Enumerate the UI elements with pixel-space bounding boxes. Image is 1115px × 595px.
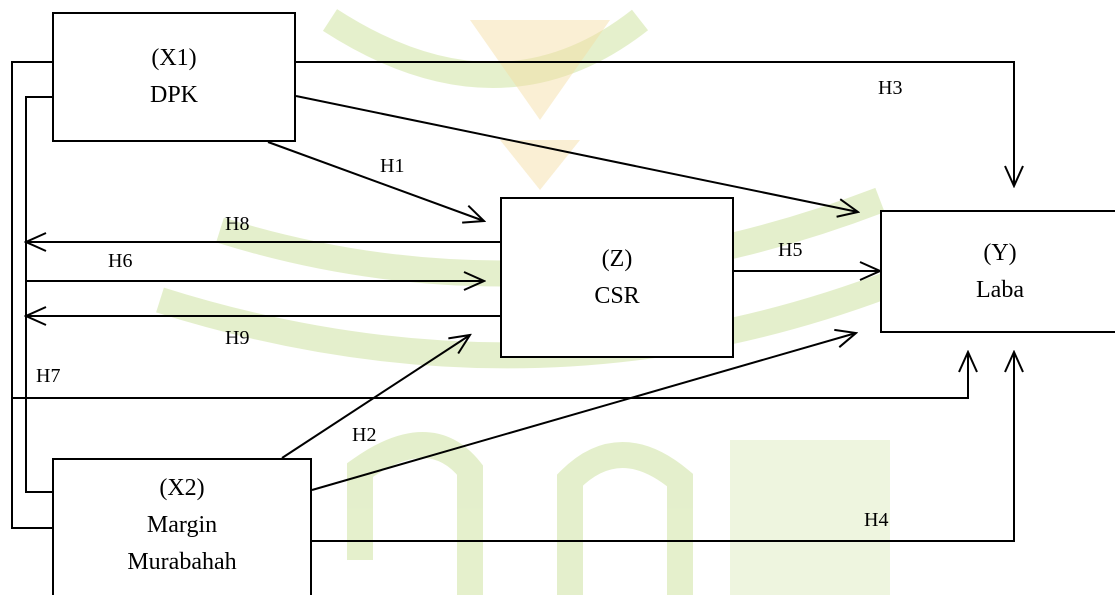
x1-code: (X1)	[151, 40, 196, 77]
outer-link-line	[12, 62, 52, 528]
h6-label: H6	[108, 250, 132, 272]
x2-box: (X2) Margin Murabahah	[52, 458, 312, 595]
x1-y-arrow	[296, 96, 858, 212]
h7-arrow	[12, 352, 968, 398]
h9-label: H9	[225, 327, 249, 349]
h7-label: H7	[36, 365, 60, 387]
x2-name-line2: Murabahah	[127, 544, 236, 581]
h4-label: H4	[864, 509, 888, 531]
h3-label: H3	[878, 77, 902, 99]
z-box: (Z) CSR	[500, 197, 734, 358]
z-code: (Z)	[602, 241, 633, 278]
y-box: (Y) Laba	[880, 210, 1115, 333]
h8-label: H8	[225, 213, 249, 235]
h5-label: H5	[778, 239, 802, 261]
x1-name: DPK	[150, 77, 198, 114]
h1-label: H1	[380, 155, 404, 177]
h4-arrow	[312, 352, 1014, 541]
h1-arrow	[268, 142, 484, 221]
y-code: (Y)	[983, 235, 1016, 272]
x2-code: (X2)	[159, 470, 204, 507]
inner-link-line	[26, 97, 52, 492]
h2-label: H2	[352, 424, 376, 446]
z-name: CSR	[594, 278, 639, 315]
x2-name-line1: Margin	[147, 507, 217, 544]
x1-box: (X1) DPK	[52, 12, 296, 142]
y-name: Laba	[976, 272, 1024, 309]
